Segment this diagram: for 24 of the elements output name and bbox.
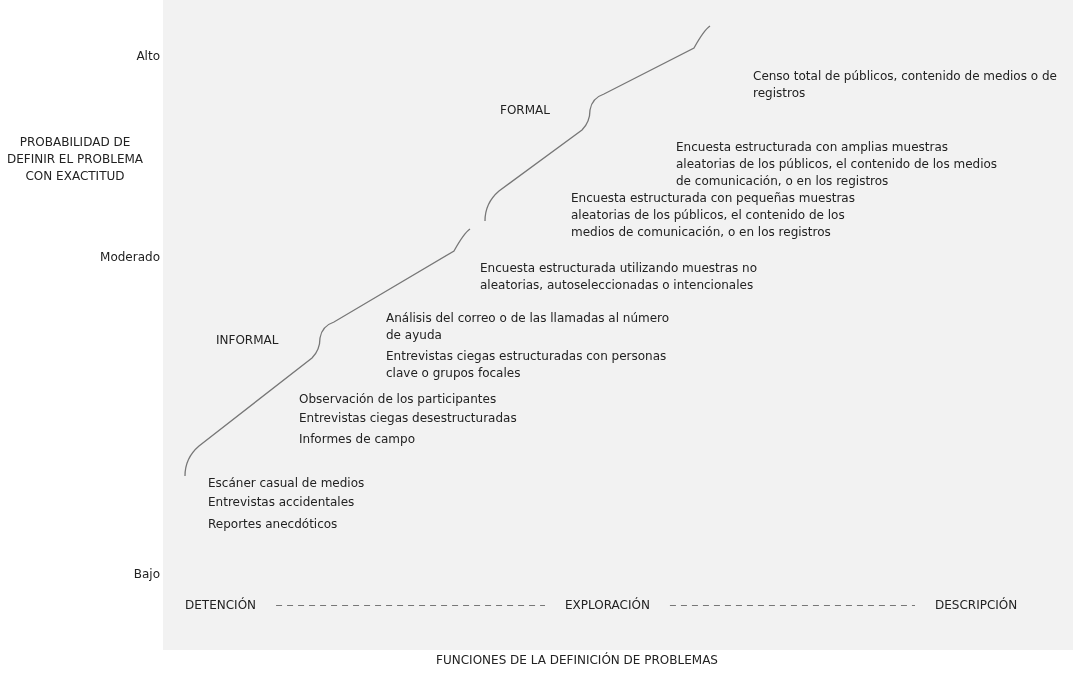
method-text: Censo total de públicos, contenido de medios o de registros — [753, 68, 1058, 102]
method-text: Encuesta estructurada utilizando muestras no aleatorias, autoseleccionadas o intencionales — [480, 260, 759, 294]
method-text: Entrevistas accidentales — [208, 494, 356, 511]
method-text: Entrevistas ciegas desestructuradas — [299, 410, 518, 427]
method-text: Observación de los participantes — [299, 391, 498, 408]
group-label: INFORMAL — [216, 332, 280, 349]
method-text: Escáner casual de medios — [208, 475, 366, 492]
dashed-connector — [275, 605, 546, 606]
axis-level-label: Bajo — [132, 566, 160, 583]
axis-title: FUNCIONES DE LA DEFINICIÓN DE PROBLEMAS — [435, 652, 719, 669]
axis-title: PROBABILIDAD DE DEFINIR EL PROBLEMA CON EXACTITUD — [5, 134, 145, 185]
axis-level-label: Alto — [135, 48, 160, 65]
group-label: FORMAL — [500, 102, 551, 119]
dashed-connector — [669, 605, 916, 606]
method-text: Reportes anecdóticos — [208, 516, 339, 533]
method-text: Análisis del correo o de las llamadas al número de ayuda — [386, 310, 671, 344]
axis-category-label: DESCRIPCIÓN — [935, 597, 1018, 614]
method-text: Encuesta estructurada con amplias muestras aleatorias de los públicos, el contenido de los medios de comunicación, o en los registros — [676, 139, 999, 190]
method-text: Encuesta estructurada con pequeñas muestras aleatorias de los públicos, el contenido de los medios de comunicación, o en los registros — [571, 190, 856, 241]
axis-category-label: EXPLORACIÓN — [565, 597, 650, 614]
axis-level-label: Moderado — [99, 249, 160, 266]
axis-category-label: DETENCIÓN — [185, 597, 257, 614]
method-text: Entrevistas ciegas estructuradas con personas clave o grupos focales — [386, 348, 668, 382]
method-text: Informes de campo — [299, 431, 416, 448]
